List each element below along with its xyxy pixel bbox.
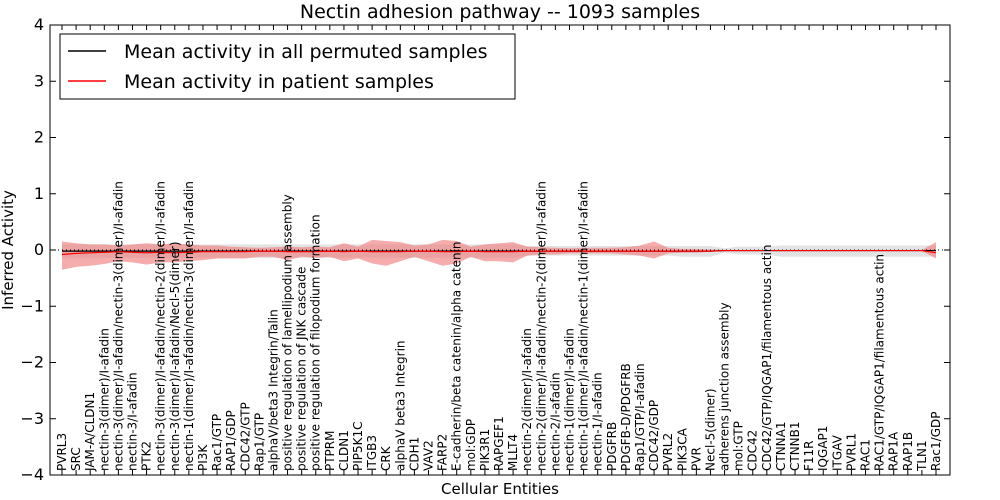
x-tick-label: PDGFRB xyxy=(605,422,619,471)
x-tick-label: Rac1/GDP xyxy=(929,412,943,471)
x-tick-label: RAC1 xyxy=(859,439,873,471)
x-tick-label: PTK2 xyxy=(140,441,154,471)
x-tick-label: TLN1 xyxy=(915,440,929,472)
y-tick-label: 1 xyxy=(34,184,44,203)
x-tick-label: PTPRM xyxy=(323,431,337,472)
x-tick-label: alphaV/beta3 Integrin/Talin xyxy=(266,309,280,471)
x-tick-label: nectin-2/I-afadin xyxy=(548,372,562,471)
y-tick-label: 3 xyxy=(34,71,44,90)
x-tick-label: CDH1 xyxy=(407,437,421,471)
x-tick-label: CLDN1 xyxy=(337,430,351,471)
series-lines xyxy=(50,249,950,256)
x-tick-label: CTNNB1 xyxy=(788,421,802,471)
x-tick-label: nectin-1/I-afadin xyxy=(591,372,605,471)
x-tick-label: SRC xyxy=(69,447,83,471)
x-tick-label: Rac1/GTP xyxy=(210,414,224,471)
band-patient xyxy=(62,239,936,270)
x-axis-label: Cellular Entities xyxy=(441,480,559,498)
y-axis-label: Inferred Activity xyxy=(0,190,17,310)
x-tick-label: PVRL2 xyxy=(661,433,675,471)
x-tick-label: nectin-3(dimer)/I-afadin xyxy=(97,328,111,471)
y-tick-label: 4 xyxy=(34,15,44,34)
x-tick-label: nectin-1(dimer)/I-afadin/nectin-1(dimer)… xyxy=(577,181,591,471)
x-tick-label: nectin-2(dimer)/I-afadin/nectin-2(dimer)… xyxy=(534,181,548,471)
x-tick-label: PVR xyxy=(689,447,703,471)
x-tick-label: alphaV beta3 Integrin xyxy=(393,340,407,471)
x-tick-label: nectin-3(dimer)/I-afadin/nectin-3(dimer)… xyxy=(111,181,125,471)
x-tick-label: FARP2 xyxy=(436,434,450,471)
x-tick-label: nectin-2(dimer)/I-afadin xyxy=(520,328,534,471)
plot-area-frame xyxy=(49,24,951,476)
y-tick-label: −1 xyxy=(20,296,44,315)
x-tick-label: positive regulation of filopodium format… xyxy=(309,214,323,471)
x-tick-label: CDC42 xyxy=(746,430,760,471)
axis-ticks xyxy=(50,24,950,476)
x-tick-label: nectin-3(dimer)/I-afadin/nectin-2(dimer)… xyxy=(154,181,168,471)
x-tick-label: nectin-3(dimer)/I-afadin/Necl-5(dimer) xyxy=(168,241,182,471)
legend-label-patient: Mean activity in patient samples xyxy=(124,71,434,93)
series-line-patient xyxy=(61,249,937,256)
x-tick-label: F11R xyxy=(802,440,816,471)
x-tick-label: PIP5K1C xyxy=(351,421,365,471)
x-tick-label: JAM-A/CLDN1 xyxy=(83,392,97,472)
x-tick-label: RAC1/GTP/IQGAP1/filamentous actin xyxy=(873,254,887,471)
x-tick-label: RAP1A xyxy=(887,431,901,471)
x-tick-label: PI3K xyxy=(196,444,210,471)
x-tick-label: positive regulation of JNK cascade xyxy=(295,267,309,471)
x-tick-label: nectin-1(dimer)/I-afadin xyxy=(562,328,576,471)
y-tick-label: −3 xyxy=(20,409,44,428)
y-tick-label: −2 xyxy=(20,353,44,372)
chart-title: Nectin adhesion pathway -- 1093 samples xyxy=(300,1,700,23)
legend: Mean activity in all permuted samples Me… xyxy=(59,33,516,100)
x-tick-label: CDC42/GDP xyxy=(647,400,661,471)
y-tick-label: 0 xyxy=(34,240,44,259)
x-tick-label: CRK xyxy=(379,445,393,471)
x-tick-label: RAP1B xyxy=(901,432,915,471)
x-tick-label: PIK3R1 xyxy=(478,429,492,471)
x-tick-label: ITGB3 xyxy=(365,435,379,471)
legend-label-permuted: Mean activity in all permuted samples xyxy=(124,41,487,63)
x-tick-label: PIK3CA xyxy=(675,427,689,471)
x-tick-label: Rap1/GTP/I-afadin xyxy=(633,363,647,471)
y-tick-label: 2 xyxy=(34,128,44,147)
x-tick-label: Rap1/GTP xyxy=(252,413,266,471)
x-tick-label: ITGAV xyxy=(830,434,844,471)
x-tick-label: adherens junction assembly xyxy=(718,302,732,471)
legend-box xyxy=(59,33,516,100)
x-tick-label: nectin-3/I-afadin xyxy=(125,372,139,471)
x-tick-label: nectin-1(dimer)/I-afadin/nectin-3(dimer)… xyxy=(182,181,196,471)
x-tick-label: RAP1/GDP xyxy=(224,410,238,471)
x-tick-label: mol:GDP xyxy=(464,419,478,471)
x-tick-label: Necl-5(dimer) xyxy=(703,388,717,471)
y-tick-labels: −4 −3 −2 −1 0 1 2 3 4 xyxy=(20,15,44,484)
x-tick-label: PDGFB-D/PDGFRB xyxy=(619,363,633,471)
x-tick-label: RAPGEF1 xyxy=(492,416,506,471)
x-tick-label: positive regulation of lamellipodium ass… xyxy=(281,194,295,471)
x-tick-label: PVRL3 xyxy=(55,433,69,471)
y-tick-label: −4 xyxy=(20,465,44,484)
x-tick-label: IQGAP1 xyxy=(816,426,830,471)
x-tick-label: MLLT4 xyxy=(506,434,520,471)
x-tick-label: CTNNA1 xyxy=(774,421,788,471)
x-tick-label: CDC42/GTP/IQGAP1/filamentous actin xyxy=(760,245,774,471)
x-tick-label: E-cadherin/beta catenin/alpha catenin xyxy=(450,241,464,471)
x-tick-label: mol:GTP xyxy=(732,421,746,471)
x-tick-label: VAV2 xyxy=(422,440,436,471)
x-tick-label: PVRL1 xyxy=(844,433,858,471)
x-tick-label: CDC42/GTP xyxy=(238,402,252,471)
